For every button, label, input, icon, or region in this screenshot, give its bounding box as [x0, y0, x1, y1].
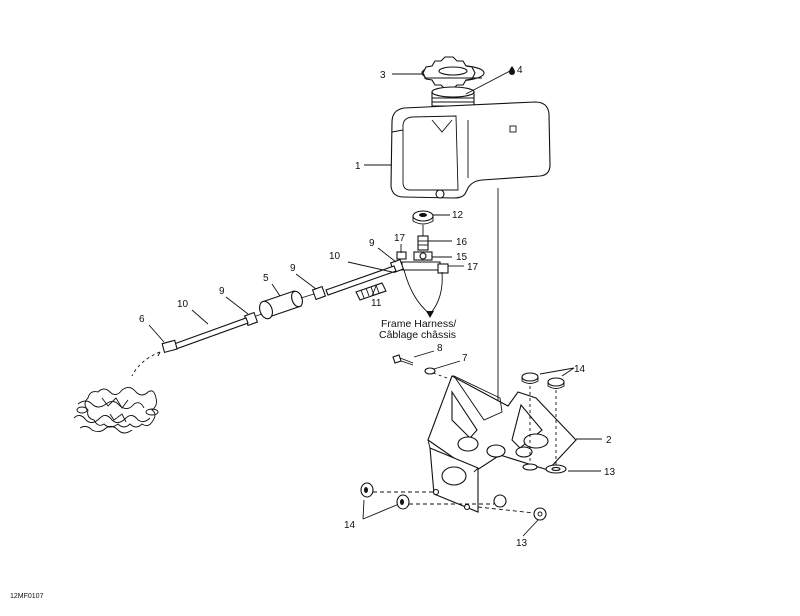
callout-8: 8 [437, 343, 443, 354]
part-13-washer-left [522, 463, 538, 471]
part-3-filler-cap [421, 56, 485, 90]
callout-5: 5 [263, 273, 269, 284]
part-6-fitting [157, 339, 178, 357]
part-15-sensor [401, 251, 441, 271]
part-14-nut-top-1 [521, 372, 539, 384]
callout-13-right: 13 [604, 467, 616, 478]
part-1-oil-tank [390, 86, 551, 199]
callout-7: 7 [462, 353, 468, 364]
callout-13-bottom: 13 [516, 538, 528, 549]
part-9-clamp-2 [311, 285, 327, 301]
oil-pump-sketch [73, 387, 159, 434]
part-14-nut-lower-3 [493, 494, 507, 508]
callout-labels: 3 4 1 12 16 17 15 17 9 10 9 5 9 10 11 6 … [139, 65, 616, 549]
caption-frame-harness: Frame Harness/ [381, 318, 456, 330]
part-16-connector [417, 225, 429, 251]
callout-12: 12 [452, 210, 464, 221]
frame-harness-arrow [403, 269, 443, 318]
part-2-bracket [427, 374, 577, 513]
callout-11: 11 [371, 298, 382, 309]
drawing-code: 12MF0107 [10, 593, 44, 600]
part-13-washer-right [545, 464, 567, 474]
drop-icon [509, 66, 515, 75]
callout-14-bottom: 14 [344, 520, 356, 531]
part-8-screw [392, 354, 414, 366]
callout-14-top: 14 [574, 364, 586, 375]
callout-9-upper: 9 [369, 238, 375, 249]
part-13-washer-lower [533, 507, 547, 521]
callout-6: 6 [139, 314, 145, 325]
part-14-nut-lower-1 [360, 482, 374, 498]
callout-3: 3 [380, 70, 386, 81]
callout-16: 16 [456, 237, 468, 248]
callout-10-upper: 10 [329, 251, 341, 262]
part-17-clamp-left [396, 251, 407, 260]
part-11-protective-sleeve [355, 282, 387, 301]
hose-routing-dashed-line [131, 351, 161, 377]
part-14-nut-top-2 [547, 377, 565, 389]
callout-9-lower: 9 [219, 286, 225, 297]
part-12-grommet [412, 210, 434, 225]
callout-17-right: 17 [467, 262, 479, 273]
leader-lines [148, 70, 602, 537]
part-10-hose-upper [325, 265, 397, 296]
part-5-oil-filter [255, 290, 315, 320]
callout-2: 2 [606, 435, 612, 446]
part-7-washer [424, 367, 436, 375]
bolt-axis-line-3 [477, 506, 535, 514]
caption-cablage-chassis: Câblage châssis [379, 329, 456, 341]
part-17-clamp-right [437, 263, 449, 274]
part-14-nut-lower-2 [396, 494, 410, 510]
callout-10-lower: 10 [177, 299, 189, 310]
callout-15: 15 [456, 252, 468, 263]
part-10-hose-lower [173, 317, 249, 350]
callout-4: 4 [517, 65, 523, 76]
callout-9-middle: 9 [290, 263, 296, 274]
callout-17-left: 17 [394, 233, 406, 244]
callout-1: 1 [355, 161, 361, 172]
